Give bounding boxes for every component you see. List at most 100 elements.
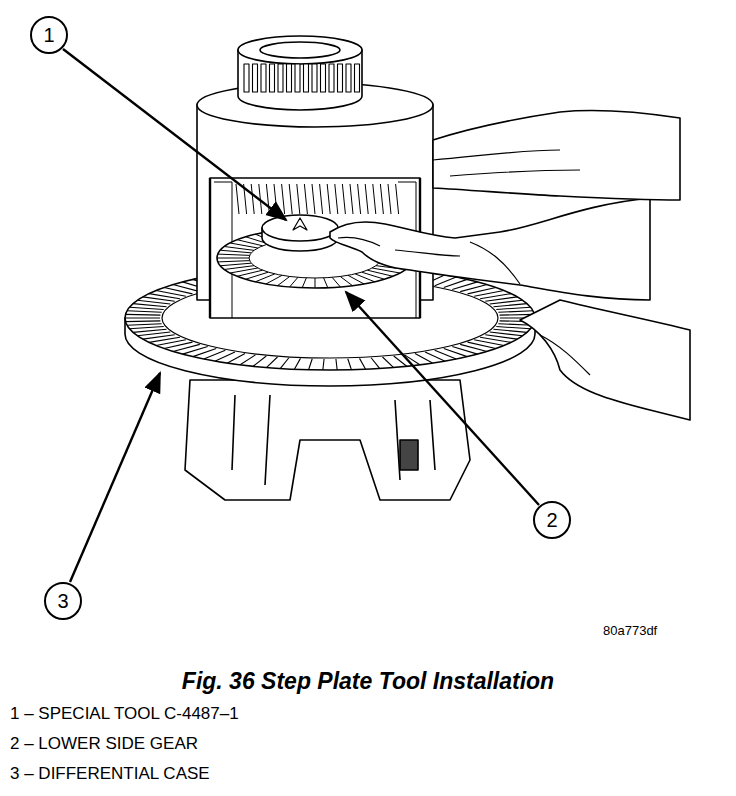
line-art	[330, 198, 650, 300]
line-art	[224, 266, 254, 270]
figure-caption: Fig. 36 Step Plate Tool Installation	[0, 668, 736, 695]
line-art	[236, 184, 239, 214]
line-art	[396, 184, 399, 214]
line-art	[338, 237, 520, 284]
line-art	[133, 329, 167, 332]
line-art	[490, 332, 523, 336]
line-art	[304, 64, 309, 92]
line-art	[380, 184, 383, 214]
line-art	[277, 276, 289, 285]
line-art	[348, 275, 364, 284]
line-art	[346, 64, 351, 92]
line-art	[253, 64, 258, 92]
line-art	[321, 64, 326, 92]
line-art	[230, 268, 258, 273]
line-art	[260, 42, 340, 58]
line-art	[125, 36, 690, 500]
line-art	[244, 64, 249, 92]
line-art	[323, 359, 324, 370]
line-art	[355, 64, 360, 92]
line-art	[251, 184, 254, 214]
line-art	[240, 355, 255, 365]
line-art	[270, 64, 275, 92]
callout-circle: 1	[30, 16, 68, 54]
line-art	[336, 359, 337, 370]
line-art	[433, 110, 680, 200]
callout-number: 3	[57, 591, 68, 611]
line-art	[220, 263, 251, 266]
line-art	[218, 254, 250, 255]
line-art	[125, 320, 160, 322]
line-art	[304, 184, 307, 214]
line-art	[324, 278, 328, 288]
line-art	[490, 300, 523, 304]
line-art	[133, 304, 167, 307]
line-art	[388, 184, 391, 214]
line-art	[340, 276, 352, 285]
line-art	[383, 357, 394, 367]
line-art	[320, 184, 323, 214]
line-art	[282, 184, 285, 214]
line-art	[63, 49, 286, 220]
line-art	[295, 64, 300, 92]
line-art	[350, 184, 353, 214]
line-art	[348, 359, 352, 370]
line-art	[327, 184, 330, 214]
line-art	[332, 277, 340, 287]
line-art	[493, 304, 527, 307]
line-art	[274, 184, 277, 214]
line-art	[485, 297, 517, 301]
line-art	[244, 64, 360, 92]
line-art	[217, 258, 249, 259]
line-art	[496, 307, 530, 309]
callout-number: 2	[546, 510, 557, 530]
line-art	[294, 358, 300, 369]
line-art	[425, 352, 445, 361]
line-art	[278, 64, 283, 92]
line-art	[312, 64, 317, 92]
line-art	[493, 329, 527, 332]
line-art	[371, 358, 379, 369]
line-art	[143, 335, 175, 339]
line-art	[137, 332, 170, 336]
line-art	[232, 395, 435, 485]
line-art	[329, 64, 334, 92]
line-art	[496, 327, 530, 329]
line-art	[342, 184, 345, 214]
line-art	[365, 184, 368, 214]
line-art	[346, 292, 539, 505]
line-art	[125, 317, 160, 318]
line-art	[228, 354, 246, 364]
line-art	[125, 314, 160, 316]
figure-code: 80a773df	[603, 624, 657, 638]
line-art	[415, 354, 433, 364]
callout-number: 1	[43, 25, 54, 45]
line-art	[297, 184, 300, 214]
line-art	[290, 277, 298, 287]
line-art	[261, 64, 266, 92]
line-art	[433, 150, 580, 176]
line-art	[129, 307, 163, 309]
line-art	[267, 357, 278, 367]
line-art	[262, 215, 338, 241]
line-art	[70, 373, 160, 582]
line-art	[287, 64, 292, 92]
callout-circle: 2	[533, 501, 571, 539]
line-art	[127, 324, 162, 326]
line-art	[127, 311, 162, 313]
line-art	[137, 300, 170, 304]
line-art	[400, 440, 418, 470]
line-art	[520, 300, 690, 420]
line-art	[253, 356, 266, 366]
line-art	[238, 36, 362, 64]
line-art	[358, 184, 361, 214]
line-art	[302, 278, 306, 288]
line-art	[63, 49, 539, 582]
line-art	[129, 327, 163, 329]
line-art	[280, 358, 288, 369]
callout-circle: 3	[44, 582, 82, 620]
line-art	[335, 184, 338, 214]
line-art	[266, 184, 269, 214]
legend-line: 1 – SPECIAL TOOL C-4487–1	[10, 705, 239, 724]
